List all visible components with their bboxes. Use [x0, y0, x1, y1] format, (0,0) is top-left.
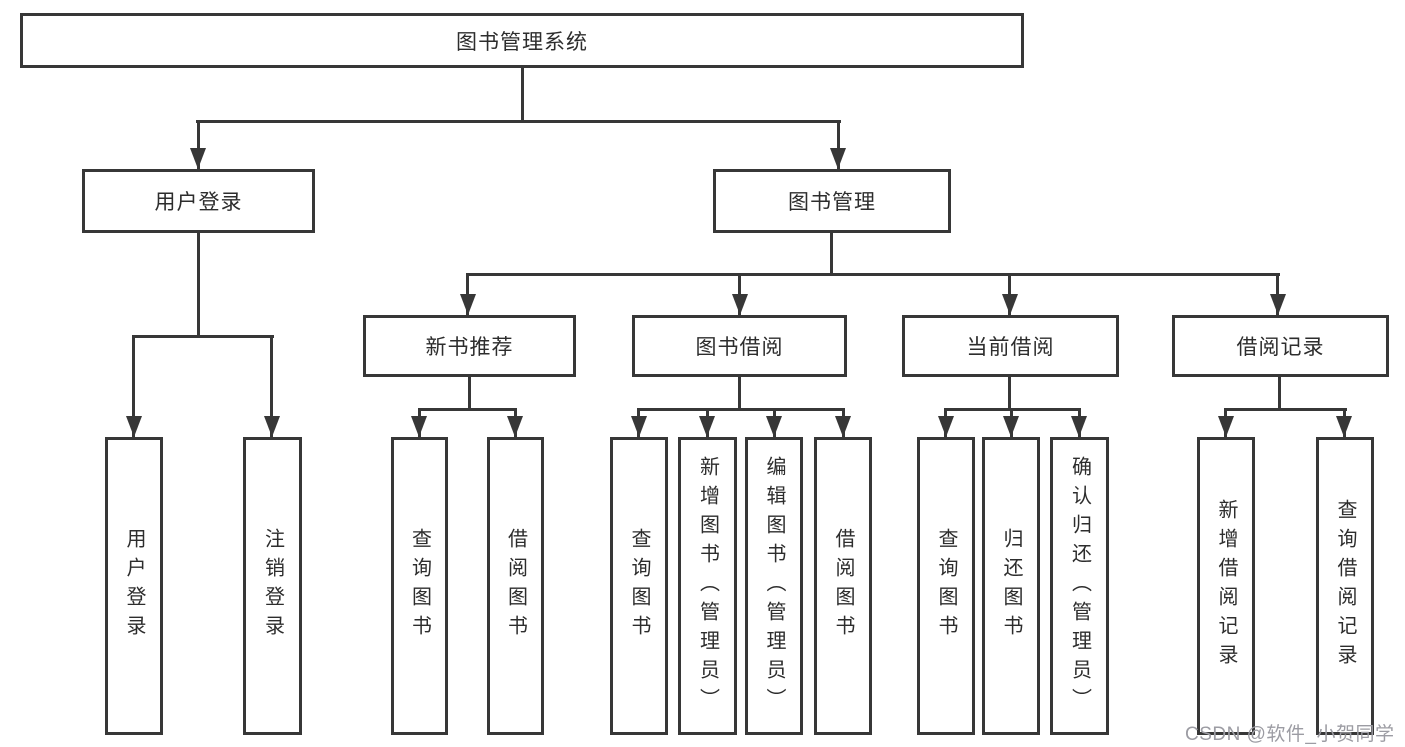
connector-login-split: [132, 335, 274, 338]
arrow-down-icon: [411, 416, 427, 437]
arrow-down-icon: [1003, 416, 1019, 437]
arrow-down-icon: [264, 416, 280, 437]
arrow-down-icon: [1002, 294, 1018, 315]
node-label: 借阅图书: [832, 528, 854, 644]
connector-stem: [738, 377, 741, 411]
node-label: 注销登录: [261, 528, 284, 644]
arrow-down-icon: [631, 416, 647, 437]
node-label: 新书推荐: [425, 336, 514, 359]
arrow-down-icon: [190, 148, 206, 169]
arrow-down-icon: [1218, 416, 1234, 437]
connector-stem: [468, 377, 471, 411]
node-label: 借阅图书: [504, 528, 527, 644]
node-label: 确认归还（管理员）: [1068, 455, 1091, 717]
connector-stem: [1278, 377, 1281, 411]
connector-login-stem: [197, 233, 200, 338]
connector-stem: [1008, 377, 1011, 411]
node-library-management-system: 图书管理系统: [20, 13, 1024, 68]
arrow-down-icon: [507, 416, 523, 437]
arrow-down-icon: [126, 416, 142, 437]
arrow-down-icon: [766, 416, 782, 437]
connector-split: [1224, 408, 1347, 411]
node-label: 图书管理系统: [456, 30, 588, 54]
arrow-down-icon: [699, 416, 715, 437]
leaf-borrow-books-2: 借阅图书: [814, 437, 872, 735]
connector-root-stem: [521, 68, 524, 123]
node-label: 用户登录: [154, 191, 243, 214]
node-label: 查询图书: [408, 528, 431, 644]
arrow-down-icon: [732, 294, 748, 315]
leaf-confirm-return-admin: 确认归还（管理员）: [1050, 437, 1109, 735]
node-borrowing-records: 借阅记录: [1172, 315, 1389, 377]
arrow-down-icon: [830, 148, 846, 169]
node-label: 编辑图书（管理员）: [763, 455, 785, 717]
arrow-down-icon: [1270, 294, 1286, 315]
node-label: 新增借阅记录: [1215, 499, 1237, 673]
node-user-login-group: 用户登录: [82, 169, 315, 233]
node-label: 借阅记录: [1236, 336, 1325, 359]
node-label: 查询图书: [935, 528, 957, 644]
leaf-borrow-books-1: 借阅图书: [487, 437, 544, 735]
node-label: 查询借阅记录: [1334, 499, 1356, 673]
leaf-return-books: 归还图书: [982, 437, 1040, 735]
arrow-down-icon: [460, 294, 476, 315]
arrow-down-icon: [1336, 416, 1352, 437]
node-label: 图书借阅: [695, 336, 784, 359]
connector-to-user-login: [197, 120, 200, 169]
leaf-logout: 注销登录: [243, 437, 302, 735]
leaf-add-borrow-record: 新增借阅记录: [1197, 437, 1255, 735]
connector-to-leaf: [132, 335, 135, 437]
arrow-down-icon: [938, 416, 954, 437]
leaf-query-books-1: 查询图书: [391, 437, 448, 735]
watermark: CSDN @软件_小贺同学: [1185, 724, 1395, 745]
arrow-down-icon: [1071, 416, 1087, 437]
node-new-book-recommend: 新书推荐: [363, 315, 576, 377]
leaf-user-login: 用户登录: [105, 437, 163, 735]
node-label: 图书管理: [788, 191, 876, 214]
node-label: 查询图书: [628, 528, 650, 644]
connector-to-book-management: [837, 120, 840, 169]
node-label: 新增图书（管理员）: [696, 455, 719, 717]
connector-split: [637, 408, 845, 411]
leaf-add-books-admin: 新增图书（管理员）: [678, 437, 737, 735]
leaf-query-books-3: 查询图书: [917, 437, 975, 735]
connector-split: [418, 408, 517, 411]
node-book-borrowing: 图书借阅: [632, 315, 847, 377]
leaf-query-borrow-record: 查询借阅记录: [1316, 437, 1374, 735]
leaf-query-books-2: 查询图书: [610, 437, 668, 735]
node-label: 用户登录: [123, 528, 145, 644]
node-label: 当前借阅: [966, 336, 1055, 359]
connector-root-split: [196, 120, 841, 123]
leaf-edit-books-admin: 编辑图书（管理员）: [745, 437, 803, 735]
connector-management-stem: [830, 233, 833, 276]
node-book-management-group: 图书管理: [713, 169, 951, 233]
node-label: 归还图书: [1000, 528, 1022, 644]
arrow-down-icon: [835, 416, 851, 437]
connector-to-leaf: [270, 335, 273, 437]
node-current-borrowing: 当前借阅: [902, 315, 1119, 377]
connector-management-split: [466, 273, 1280, 276]
